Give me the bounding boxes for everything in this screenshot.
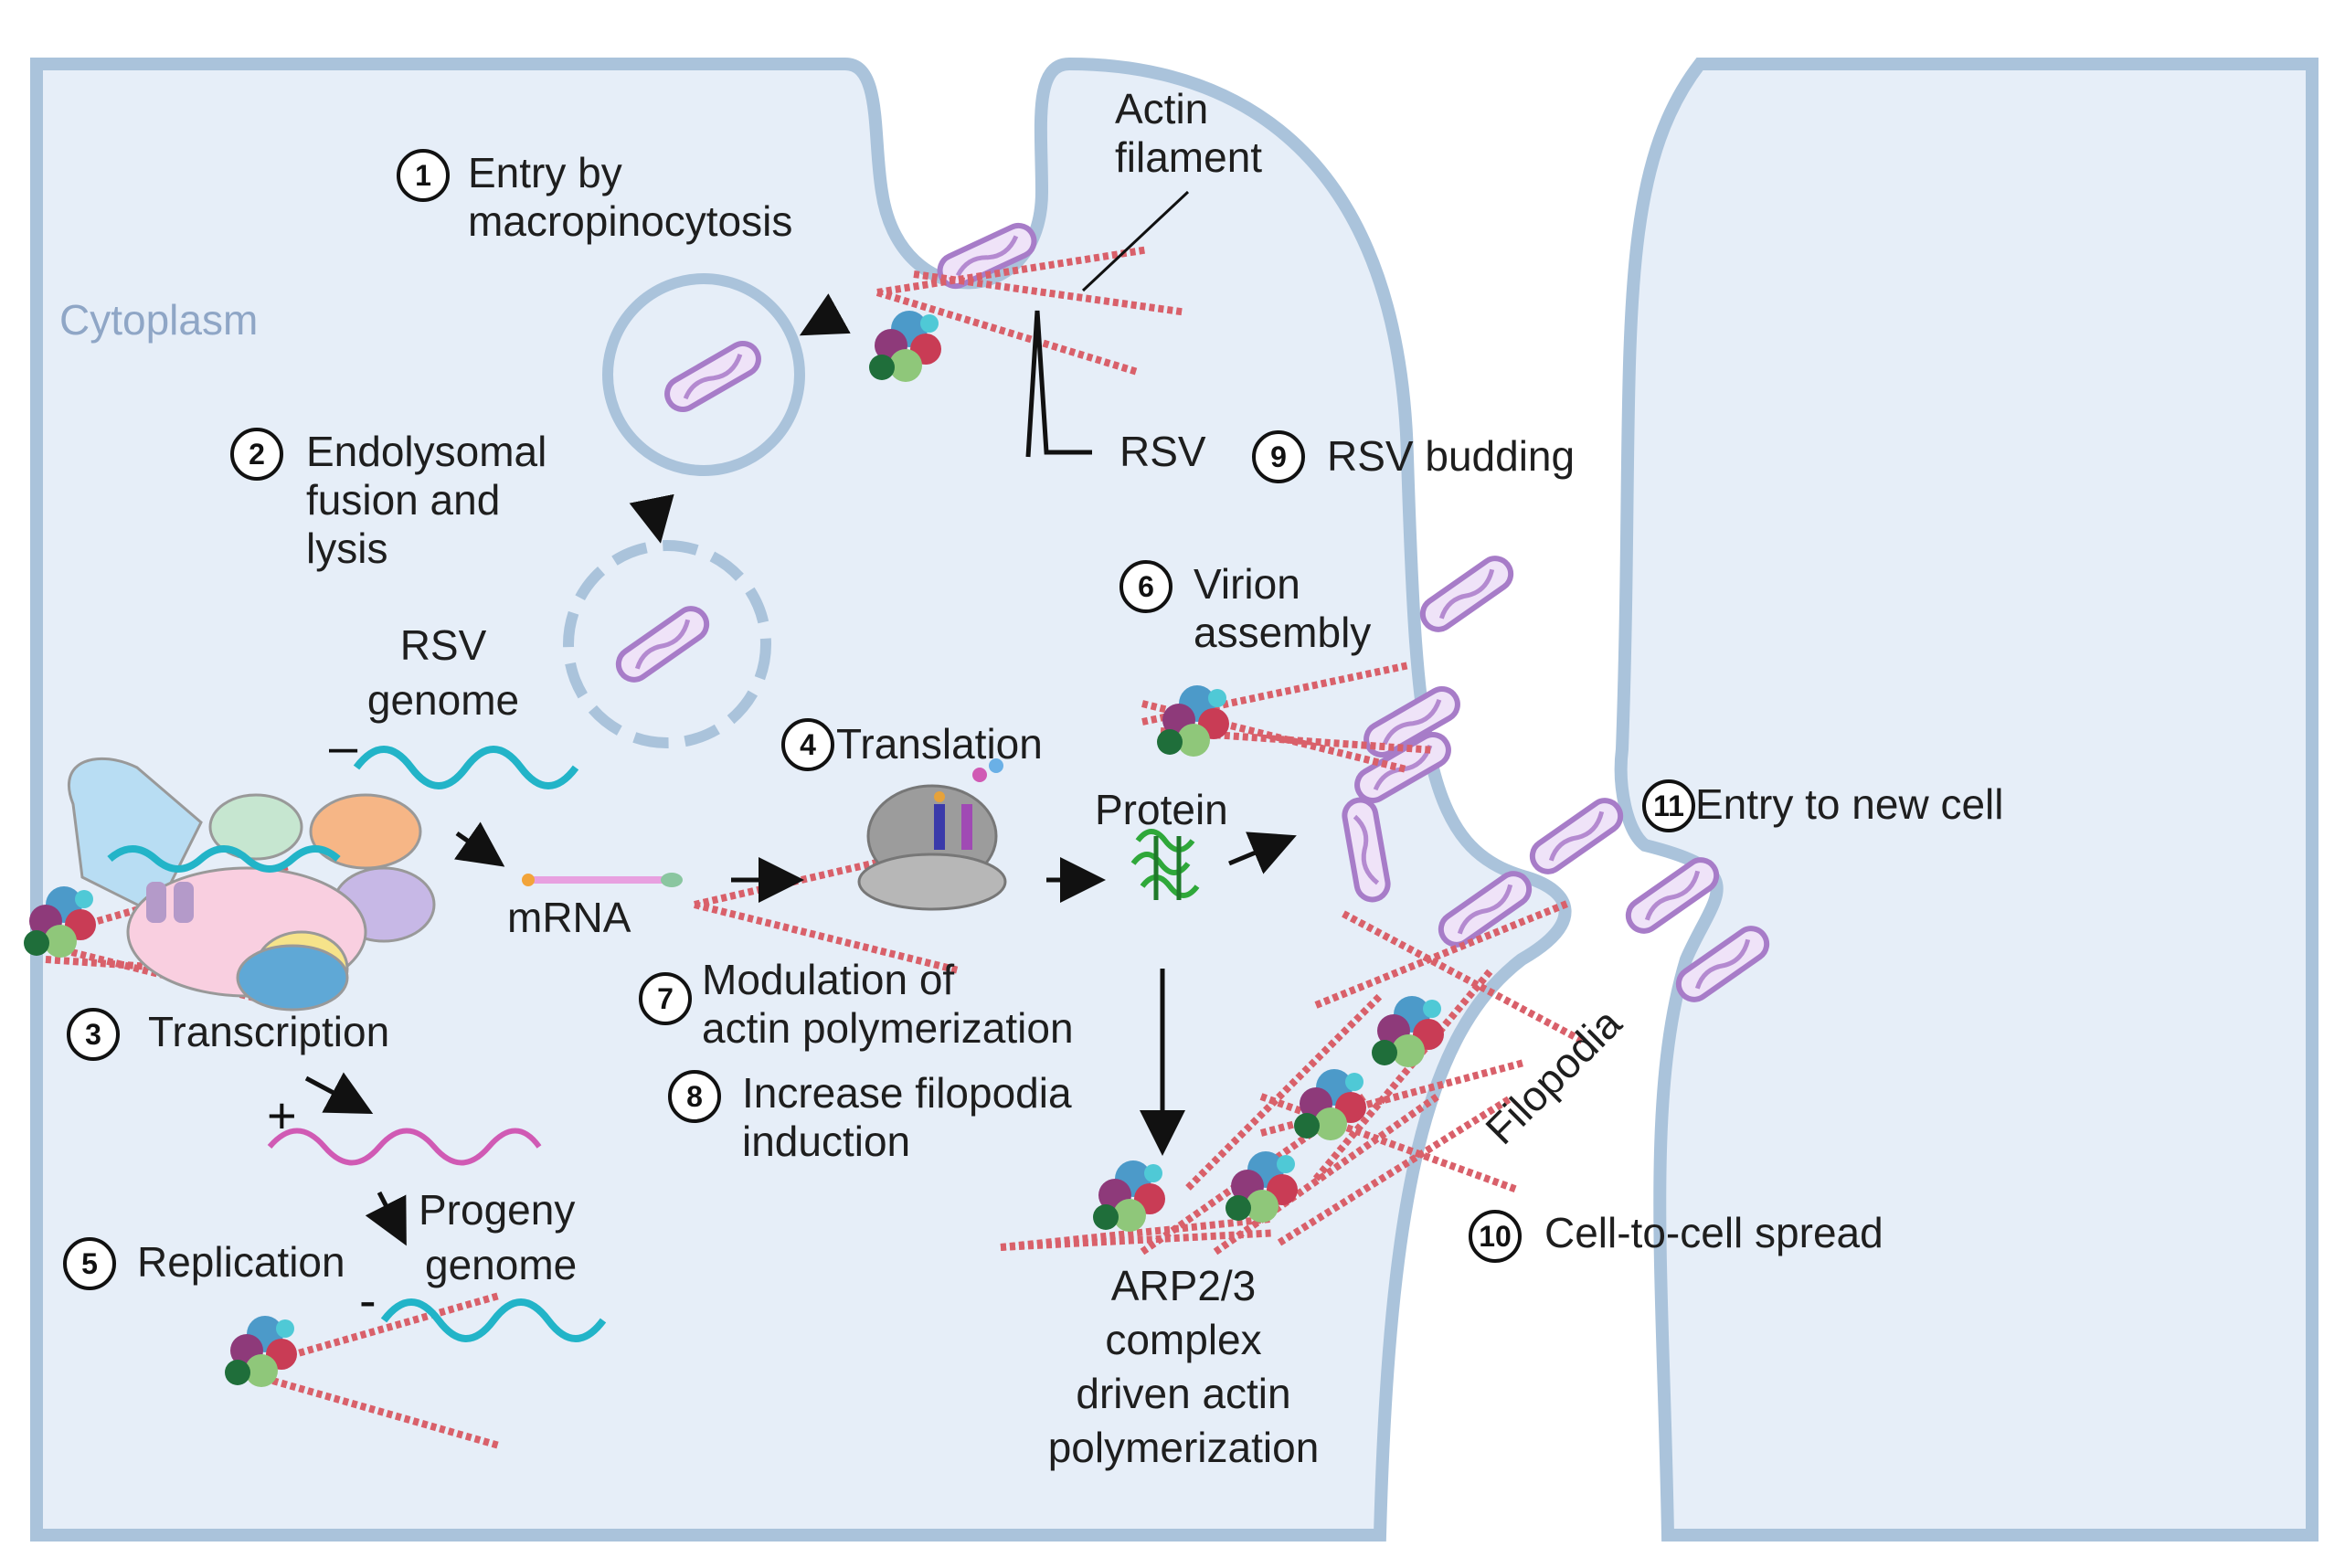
step-4-number: 4 <box>800 728 816 761</box>
positive-strand <box>267 1128 542 1166</box>
step-number-markers <box>63 149 1695 1290</box>
filopodia-label: Filopodia <box>1476 999 1630 1153</box>
progeny-negative-sign: - <box>359 1271 377 1329</box>
mrna-label: mRNA <box>507 894 631 941</box>
step-7-number: 7 <box>657 982 674 1015</box>
actin-filament-label-line1: Actin <box>1115 85 1208 132</box>
step-3-label: Transcription <box>148 1008 389 1055</box>
step-10-number: 10 <box>1479 1220 1512 1253</box>
step-1-label-line2: macropinocytosis <box>468 197 792 245</box>
step-8-label-line2: induction <box>742 1118 910 1165</box>
step-2-label-line2: fusion and <box>306 476 500 524</box>
positive-sense-sign: + <box>267 1086 297 1144</box>
protein-structure <box>1130 829 1200 900</box>
rsv-genome-strand <box>353 746 579 789</box>
lysed-vesicle <box>563 540 771 748</box>
arp-label-line1: ARP2/3 <box>1111 1262 1257 1309</box>
step-1-label-line1: Entry by <box>468 149 622 196</box>
polymerase-complex <box>67 757 436 1012</box>
step-7-label-line2: actin polymerization <box>702 1004 1074 1052</box>
ribosome <box>857 758 1007 911</box>
actin-filament-label-line2: filament <box>1115 133 1262 181</box>
step-5-label: Replication <box>137 1238 345 1286</box>
negative-sense-sign: – <box>329 717 358 775</box>
step-5-number: 5 <box>81 1247 98 1280</box>
step-8-number: 8 <box>686 1080 703 1113</box>
step-6-label-line2: assembly <box>1194 609 1371 656</box>
step-7-label-line1: Modulation of <box>702 956 954 1003</box>
step-11-number: 11 <box>1653 789 1684 822</box>
process-arrow <box>304 190 1297 1246</box>
rsv-genome-label-line2: genome <box>367 676 519 724</box>
step-11-label: Entry to new cell <box>1695 780 2003 828</box>
rsv-label: RSV <box>1119 428 1206 475</box>
progeny-genome-label-line2: genome <box>425 1241 577 1288</box>
step-1-number: 1 <box>415 159 431 192</box>
neighbor-cell <box>1614 58 2318 1542</box>
arp-label-line3: driven actin <box>1076 1370 1290 1417</box>
step-9-label: RSV budding <box>1327 432 1575 480</box>
step-6-label-line1: Virion <box>1194 560 1300 608</box>
arp-label-line4: polymerization <box>1048 1424 1320 1471</box>
step-2-number: 2 <box>249 438 265 471</box>
cytoplasm-label: Cytoplasm <box>59 296 258 344</box>
protein-label: Protein <box>1095 786 1228 833</box>
progeny-genome-strand <box>380 1298 607 1342</box>
arp-label-line2: complex <box>1105 1316 1261 1363</box>
step-6-number: 6 <box>1138 570 1154 603</box>
step-10-label: Cell-to-cell spread <box>1544 1209 1883 1256</box>
mrna-strand <box>522 873 683 887</box>
step-4-label: Translation <box>836 720 1043 768</box>
step-9-number: 9 <box>1270 440 1287 473</box>
step-2-label-line1: Endolysomal <box>306 428 546 475</box>
progeny-genome-label-line1: Progeny <box>419 1186 575 1234</box>
step-2-label-line3: lysis <box>306 524 387 572</box>
rsv-genome-label-line1: RSV <box>400 621 487 669</box>
step-3-number: 3 <box>85 1018 101 1051</box>
step-8-label-line1: Increase filopodia <box>742 1069 1072 1117</box>
